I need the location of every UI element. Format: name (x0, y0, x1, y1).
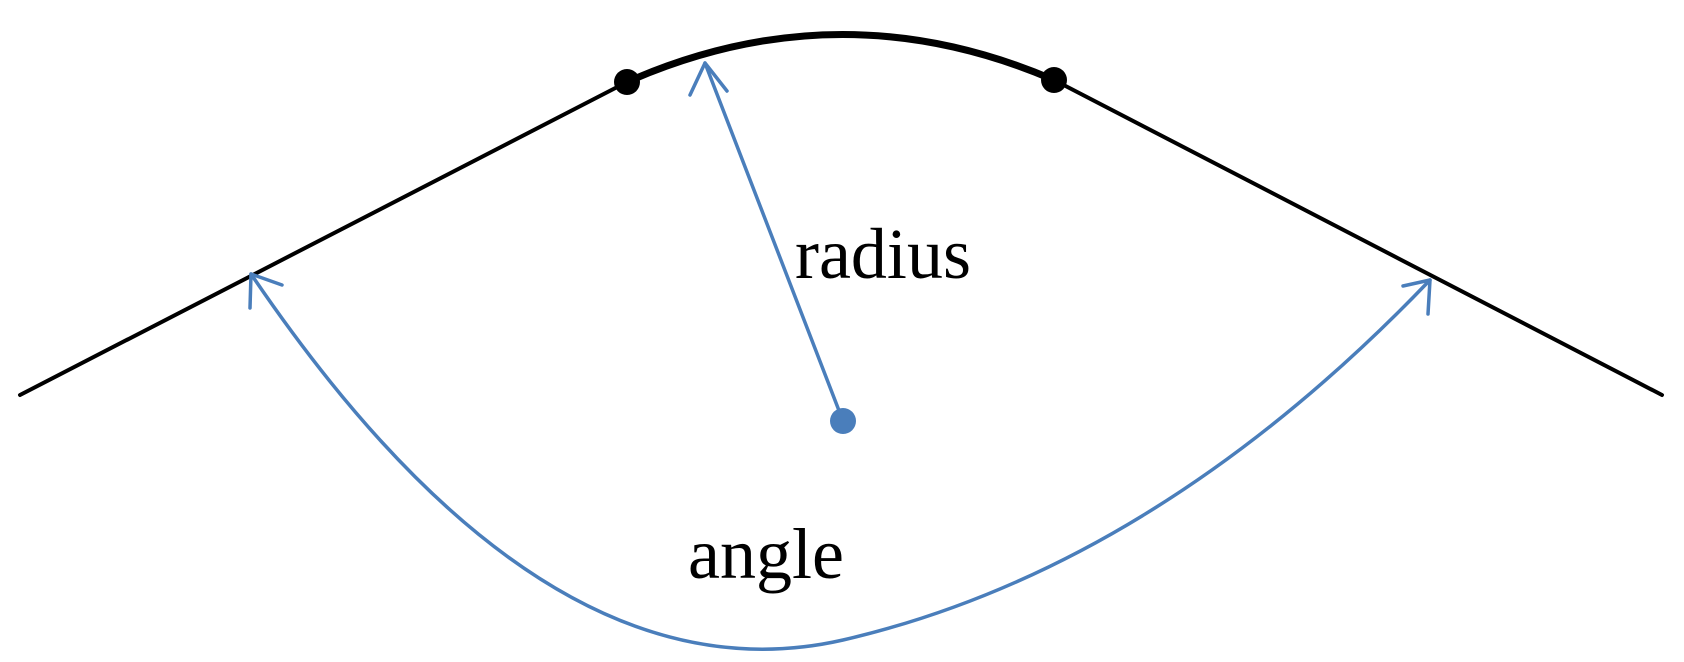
angle-arrowhead-right (1401, 278, 1432, 316)
angle-arrowhead-left (248, 272, 284, 310)
bent-profile (18, 31, 1664, 397)
left-straight-segment (18, 80, 629, 397)
bend-start-point (614, 69, 640, 95)
bend-arc (623, 31, 1058, 86)
angle-arc (249, 272, 1432, 651)
radius-arrow-shaft (703, 61, 845, 423)
right-straight-segment (1052, 78, 1664, 397)
annotations: radius angle (248, 61, 1432, 651)
radius-arrowhead (688, 61, 729, 97)
angle-label: angle (688, 514, 844, 594)
radius-label: radius (795, 214, 971, 294)
bend-end-point (1041, 67, 1067, 93)
bend-center-point (830, 408, 856, 434)
